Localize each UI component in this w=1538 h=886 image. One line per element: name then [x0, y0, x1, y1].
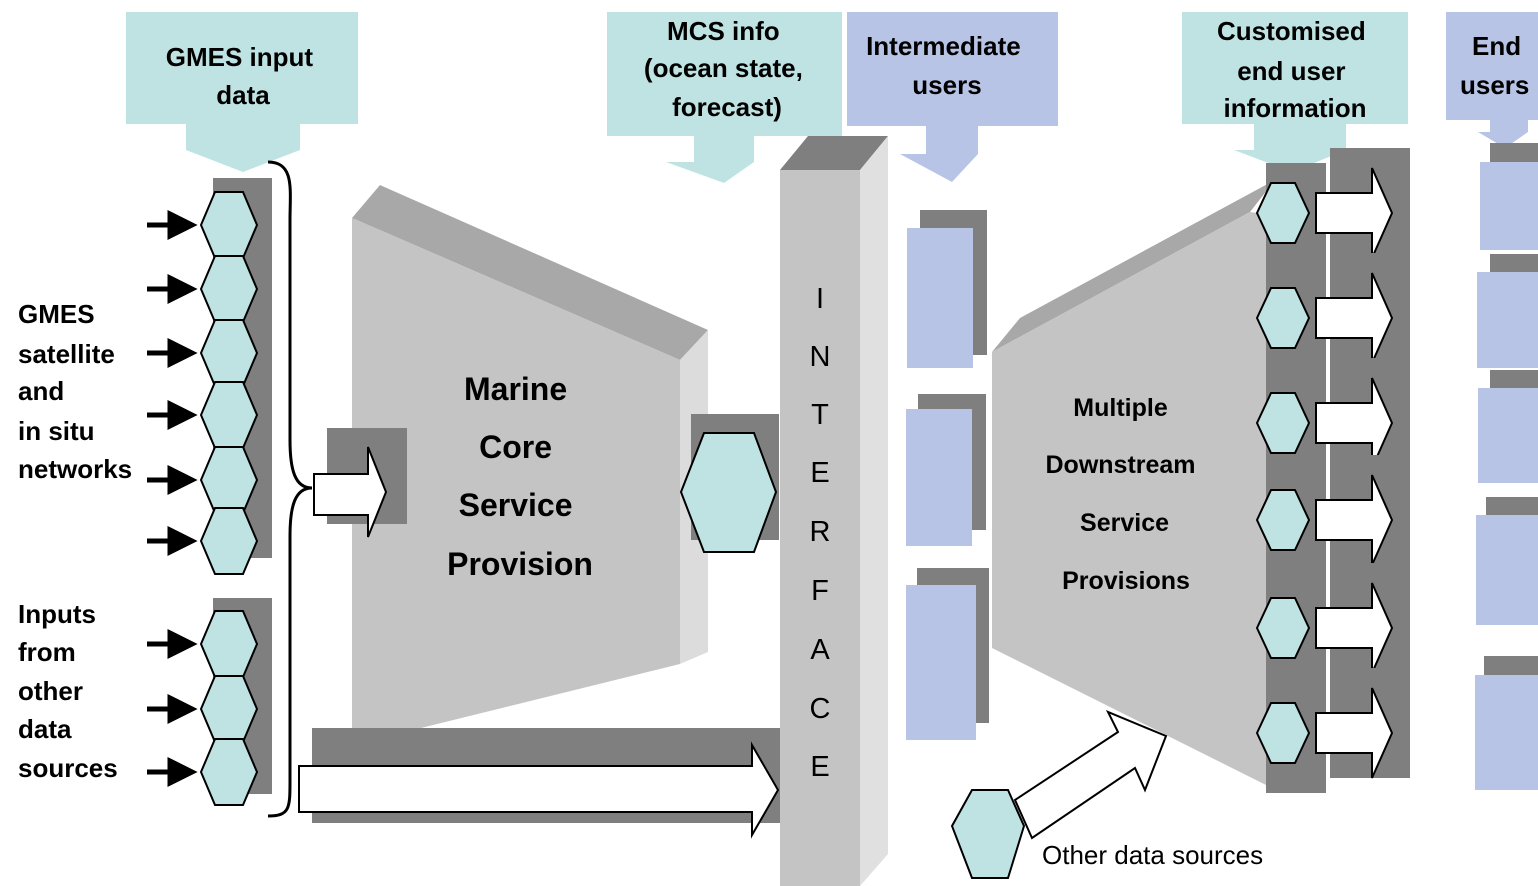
interface-letter: R: [810, 516, 831, 548]
output-hexagon: [1255, 597, 1311, 659]
input-arrow: [147, 756, 198, 788]
end-users-header: End users: [1446, 12, 1538, 148]
input-arrow: [147, 628, 198, 660]
input-hexagons: [199, 191, 259, 806]
intermediate-line1: Intermediate: [866, 31, 1021, 61]
output-block-arrow: [1315, 377, 1394, 469]
input-arrow: [147, 525, 198, 557]
end-user-box-2: [1477, 272, 1538, 368]
intermediate-box-3: [906, 585, 976, 740]
mcs-info-header: MCS info (ocean state, forecast): [607, 12, 842, 183]
input-hexagon: [199, 507, 259, 575]
svg-text:Customised end user: Customised end user information: [1217, 16, 1373, 123]
output-block-arrow: [1315, 687, 1394, 779]
output-block-arrow: [1315, 582, 1394, 674]
interface-letter: A: [810, 634, 830, 666]
other-data-sources-label: Other data sources: [1042, 840, 1263, 870]
output-block-arrow: [1315, 167, 1394, 259]
output-hexagon: [1255, 489, 1311, 551]
intermediate-users-header: Intermediate users: [847, 12, 1058, 182]
mcs-info-line2: (ocean state,: [644, 53, 803, 83]
input-arrow: [147, 273, 198, 305]
interface-letter: T: [811, 399, 829, 431]
input-arrow: [147, 399, 198, 431]
svg-text:GMES input data: GMES input data: [166, 42, 321, 110]
output-hexagon: [1255, 392, 1311, 454]
input-brace: [267, 160, 313, 818]
input-hexagon: [199, 738, 259, 806]
gmes-input-line2: data: [216, 80, 270, 110]
interface-letter: N: [810, 341, 831, 373]
end-users-line1: End: [1472, 31, 1521, 61]
intermediate-user-boxes: [906, 210, 989, 740]
svg-text:End users: End users: [1460, 31, 1529, 100]
other-sources-hexagon: [950, 789, 1026, 879]
end-user-box-3: [1478, 388, 1538, 483]
gmes-input-header: GMES input data: [126, 12, 358, 172]
input-arrows: [147, 209, 198, 788]
intermediate-line2: users: [912, 70, 981, 100]
intermediate-box-1: [907, 228, 973, 368]
customised-line1: Customised: [1217, 16, 1366, 46]
interface-letter: E: [810, 457, 829, 489]
gmes-input-line1: GMES input: [166, 42, 314, 72]
input-arrow: [147, 337, 198, 369]
customised-line3: information: [1224, 93, 1367, 123]
interface-letter: I: [816, 283, 824, 315]
svg-text:MCS info (ocean state,: MCS info (ocean state, forecast): [644, 16, 810, 122]
output-hexagon: [1255, 702, 1311, 764]
end-user-box-5: [1475, 675, 1538, 790]
input-arrow: [147, 209, 198, 241]
end-users-line2: users: [1460, 70, 1529, 100]
end-user-boxes: [1475, 143, 1538, 790]
marine-input-arrow: [313, 446, 388, 538]
customised-line2: end user: [1237, 56, 1345, 86]
output-hexagon: [1255, 182, 1311, 244]
interface-letter: C: [810, 693, 831, 725]
output-block-arrow: [1315, 272, 1394, 364]
bottom-long-arrow: [298, 741, 780, 839]
input-arrow: [147, 693, 198, 725]
output-hexagon: [1255, 287, 1311, 349]
downstream-label: Multiple Downstream Service Provisions: [1046, 394, 1203, 595]
mcs-info-line1: MCS info: [667, 16, 780, 46]
output-items: [1255, 148, 1410, 793]
end-user-box-1: [1480, 162, 1538, 250]
intermediate-box-2: [906, 409, 972, 546]
input-arrow: [147, 464, 198, 496]
customised-info-header: Customised end user information: [1182, 12, 1408, 172]
mcs-output-hexagon: [679, 432, 778, 553]
output-block-arrow: [1315, 474, 1394, 566]
end-user-box-4: [1476, 515, 1538, 625]
interface-letter: F: [811, 575, 829, 607]
svg-text:Intermediate users: Intermediate users: [866, 31, 1028, 100]
marine-core-label: Marine Core Service Provision: [447, 371, 593, 582]
interface-letter: E: [810, 751, 829, 783]
gmes-networks-label: GMES satellite and in situ networks: [18, 299, 132, 484]
other-sources-arrow: [1013, 710, 1168, 840]
interface-column: [780, 136, 888, 886]
mcs-info-line3: forecast): [672, 92, 782, 122]
other-inputs-label: Inputs from other data sources: [18, 599, 118, 783]
downstream-block: [992, 180, 1275, 788]
